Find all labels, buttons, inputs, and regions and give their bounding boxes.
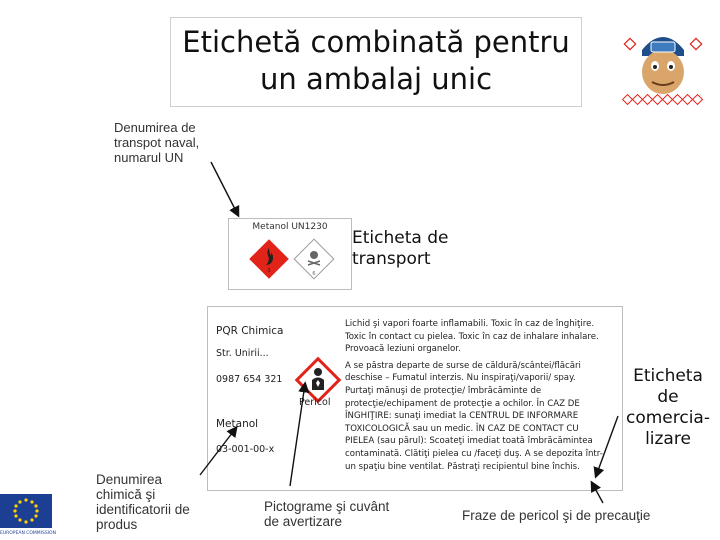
svg-text:6: 6 bbox=[312, 271, 315, 277]
arrow-icon bbox=[210, 161, 240, 218]
annotation-chemical-name: Denumirea chimică şi identificatorii de … bbox=[96, 472, 190, 532]
label-product-name: Metanol bbox=[216, 418, 259, 430]
annotation-phrases: Fraze de pericol şi de precauţie bbox=[462, 508, 651, 523]
annotation-transport-name: Denumirea de transpot naval, numarul UN bbox=[114, 120, 200, 165]
eu-caption: EUROPEAN COMMISSION bbox=[0, 531, 56, 536]
transport-sticker: Metanol UN1230 3 6 bbox=[228, 218, 352, 290]
eu-flag-icon bbox=[0, 494, 52, 528]
skull-crossbones-icon: 6 bbox=[293, 238, 335, 280]
slide-title: Etichetă combinată pentru un ambalaj uni… bbox=[170, 17, 582, 107]
label-company: PQR Chimica bbox=[216, 325, 284, 337]
slide-title-line2: un ambalaj unic bbox=[259, 62, 493, 96]
mascot-image bbox=[622, 22, 704, 106]
label-hazard-statements: Lichid şi vapori foarte inflamabili. Tox… bbox=[345, 319, 603, 472]
product-label bbox=[207, 306, 623, 491]
label-phone: 0987 654 321 bbox=[216, 374, 283, 385]
flame-icon: 3 bbox=[249, 239, 289, 279]
slide-title-line1: Etichetă combinată pentru bbox=[182, 25, 570, 59]
transport-pictograms: 3 6 bbox=[249, 238, 335, 280]
annotation-commercial-label: Eticheta de comercia- lizare bbox=[625, 366, 710, 449]
annotation-pictograms: Pictograme şi cuvânt de avertizare bbox=[264, 499, 390, 529]
label-signal-word: Pericol bbox=[299, 397, 331, 408]
label-identifier: 03-001-00-x bbox=[216, 444, 275, 455]
label-street: Str. Unirii... bbox=[216, 348, 269, 359]
annotation-transport-label: Eticheta de transport bbox=[352, 228, 449, 269]
transport-sticker-text: Metanol UN1230 bbox=[252, 222, 328, 232]
svg-text:3: 3 bbox=[267, 268, 270, 274]
